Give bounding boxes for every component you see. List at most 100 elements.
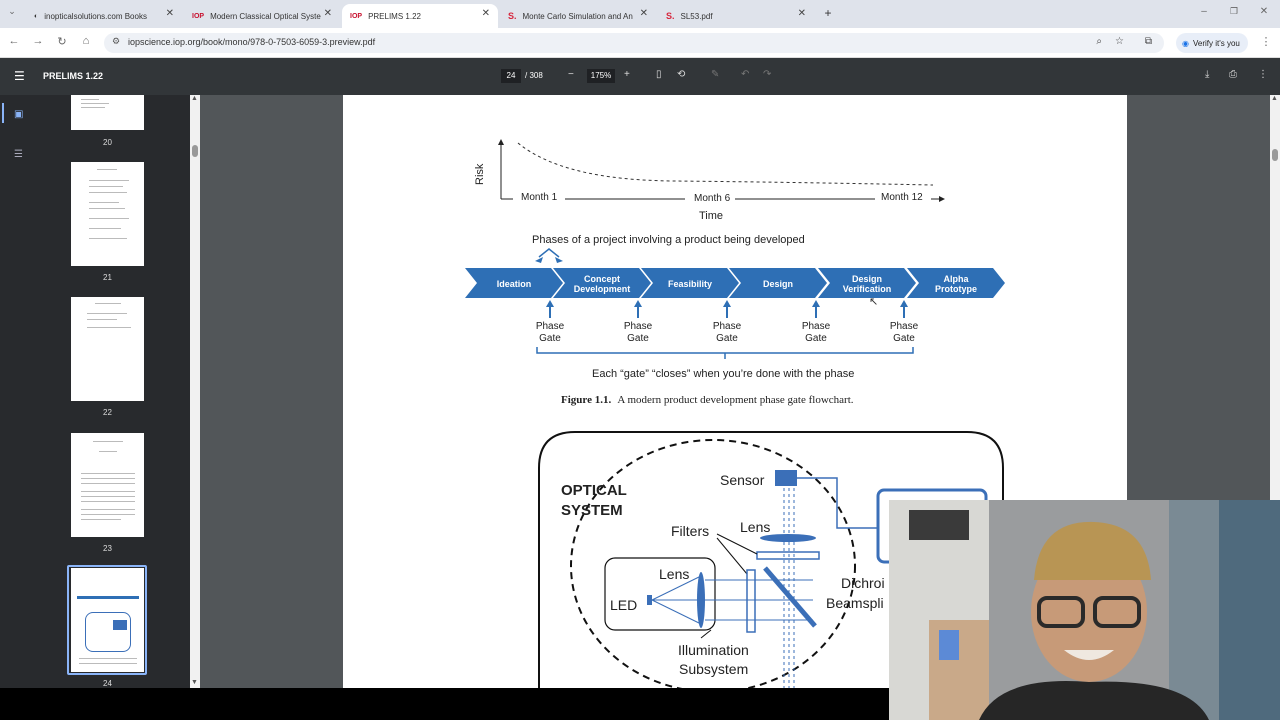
phases-heading: Phases of a project involving a product … <box>532 234 805 246</box>
address-bar[interactable]: ⚙ iopscience.iop.org/book/mono/978-0-750… <box>104 33 1164 53</box>
reload-icon[interactable]: ↻ <box>57 36 67 48</box>
close-icon[interactable]: ✕ <box>323 8 332 19</box>
zoom-out-icon[interactable]: − <box>568 69 574 80</box>
zoom-level-input[interactable]: 175% <box>587 69 615 83</box>
tab-search-icon[interactable]: ⌄ <box>8 6 16 16</box>
tab-sl53[interactable]: S. SL53.pdf ✕ <box>658 4 814 28</box>
minimize-icon[interactable]: – <box>1201 6 1207 17</box>
verify-profile-button[interactable]: ◉ Verify it's you <box>1176 33 1248 53</box>
annotate-icon[interactable]: ✎ <box>711 69 720 80</box>
sidebar-scrollbar[interactable]: ▲ ▼ <box>190 95 200 688</box>
gate-bracket <box>536 347 914 359</box>
thumbnail-page-23[interactable] <box>71 433 144 537</box>
scroll-up-icon[interactable]: ▲ <box>191 95 198 102</box>
maximize-icon[interactable]: ❐ <box>1229 6 1239 16</box>
outline-icon[interactable]: ☰ <box>14 149 23 160</box>
document-title: PRELIMS 1.22 <box>43 71 104 81</box>
gate-label: Gate <box>716 333 738 344</box>
active-indicator <box>2 103 4 123</box>
thumbnail-number: 20 <box>103 138 112 147</box>
forward-icon[interactable]: → <box>32 35 44 47</box>
thumbnail-number: 22 <box>103 408 112 417</box>
hamburger-menu-icon[interactable]: ☰ <box>14 69 25 83</box>
close-icon[interactable]: ✕ <box>481 8 490 19</box>
redo-icon[interactable]: ↷ <box>763 69 772 80</box>
s-icon: S. <box>508 11 517 21</box>
sensor-label: Sensor <box>720 472 765 488</box>
scrollbar-thumb[interactable] <box>192 145 198 157</box>
tab-monte-carlo[interactable]: S. Monte Carlo Simulation and An ✕ <box>500 4 656 28</box>
gate-arrows <box>546 300 908 318</box>
zoom-icon[interactable]: ⌕ <box>1096 36 1102 47</box>
sidebar-tabs: ▣ ☰ <box>0 95 42 688</box>
browser-menu-icon[interactable]: ⋮ <box>1260 36 1272 48</box>
gate-label: Phase <box>801 321 831 332</box>
rotate-icon[interactable]: ⟲ <box>677 69 686 80</box>
undo-icon[interactable]: ↶ <box>741 69 750 80</box>
pdf-toolbar: ☰ PRELIMS 1.22 24 / 308 − 175% + ▯ ⟲ ✎ ↶… <box>0 58 1280 130</box>
thumbnail-number: 24 <box>103 679 112 688</box>
new-tab-icon[interactable]: + <box>824 6 832 20</box>
fit-page-icon[interactable]: ▯ <box>656 69 662 80</box>
close-icon[interactable]: ✕ <box>165 8 174 19</box>
month-1-label: Month 1 <box>521 192 558 203</box>
scroll-down-icon[interactable]: ▼ <box>191 679 198 686</box>
zoom-in-icon[interactable]: + <box>624 69 630 80</box>
thumbnail-page-21[interactable] <box>71 162 144 266</box>
gate-label: Phase <box>712 321 742 332</box>
caption-prefix: Figure 1.1. <box>561 394 612 406</box>
scrollbar-thumb[interactable] <box>1272 149 1278 161</box>
tab-prelims[interactable]: IOP PRELIMS 1.22 ✕ <box>342 4 498 28</box>
bookmark-star-icon[interactable]: ☆ <box>1115 36 1124 47</box>
close-icon[interactable]: ✕ <box>639 8 648 19</box>
mouse-cursor-icon: ↖ <box>869 296 879 308</box>
optical-system-label: OPTICAL SYSTEM <box>561 482 627 519</box>
tab-title: inopticalsolutions.com Books <box>44 11 147 21</box>
phase-concept-development: Concept Development <box>573 274 631 294</box>
gate-label: Gate <box>893 333 915 344</box>
phase-feasibility: Feasibility <box>667 279 712 289</box>
site-info-icon[interactable]: ⚙ <box>112 36 121 46</box>
verify-label: Verify it's you <box>1192 38 1240 48</box>
thumbnail-number: 23 <box>103 544 112 553</box>
phase-alpha-prototype: Alpha Prototype <box>934 274 977 294</box>
tab-inopticalsolutions[interactable]: ◐ inopticalsolutions.com Books ✕ <box>26 4 182 28</box>
gate-label: Phase <box>623 321 653 332</box>
download-icon[interactable]: ⤓ <box>1205 69 1210 80</box>
thumbnail-selection <box>67 565 147 675</box>
beamsplitter-label: Beamspli <box>826 595 884 611</box>
browser-toolbar: ← → ↻ ⌂ ⚙ iopscience.iop.org/book/mono/9… <box>0 28 1280 58</box>
dichroic-label: Dichroi <box>841 575 885 591</box>
gate-caption: Each “gate” “closes” when you’re done wi… <box>592 368 855 380</box>
filters-label: Filters <box>671 523 710 539</box>
s-icon: S. <box>666 11 675 21</box>
thumbnail-page-22[interactable] <box>71 297 144 401</box>
thumbnails-icon[interactable]: ▣ <box>14 109 24 120</box>
page-number-input[interactable]: 24 <box>501 69 521 83</box>
scroll-up-icon[interactable]: ▲ <box>1271 95 1278 102</box>
more-options-icon[interactable]: ⋮ <box>1258 69 1268 80</box>
home-icon[interactable]: ⌂ <box>82 35 90 47</box>
optical-system-diagram <box>538 431 1004 688</box>
gate-label: Gate <box>539 333 561 344</box>
illumination-label-1: Illumination <box>678 642 749 658</box>
extensions-icon[interactable]: ⧉ <box>1144 36 1152 47</box>
gate-label: Phase <box>535 321 565 332</box>
tab-title: PRELIMS 1.22 <box>368 11 421 21</box>
thumbnail-page-24[interactable] <box>71 568 144 672</box>
phase-flowchart <box>465 268 1005 298</box>
tab-modern-classical[interactable]: IOP Modern Classical Optical Syste ✕ <box>184 4 340 28</box>
led-label: LED <box>610 597 638 613</box>
print-icon[interactable]: ⎙ <box>1229 69 1237 80</box>
phase-ideation: Ideation <box>496 279 532 289</box>
window-close-icon[interactable]: ✕ <box>1259 6 1269 17</box>
globe-icon: ◐ <box>34 12 39 20</box>
back-icon[interactable]: ← <box>8 35 20 47</box>
close-icon[interactable]: ✕ <box>797 8 806 19</box>
time-axis-label: Time <box>699 210 724 222</box>
thumbnail-page-20[interactable] <box>71 95 144 130</box>
caret-graphic <box>535 248 563 263</box>
